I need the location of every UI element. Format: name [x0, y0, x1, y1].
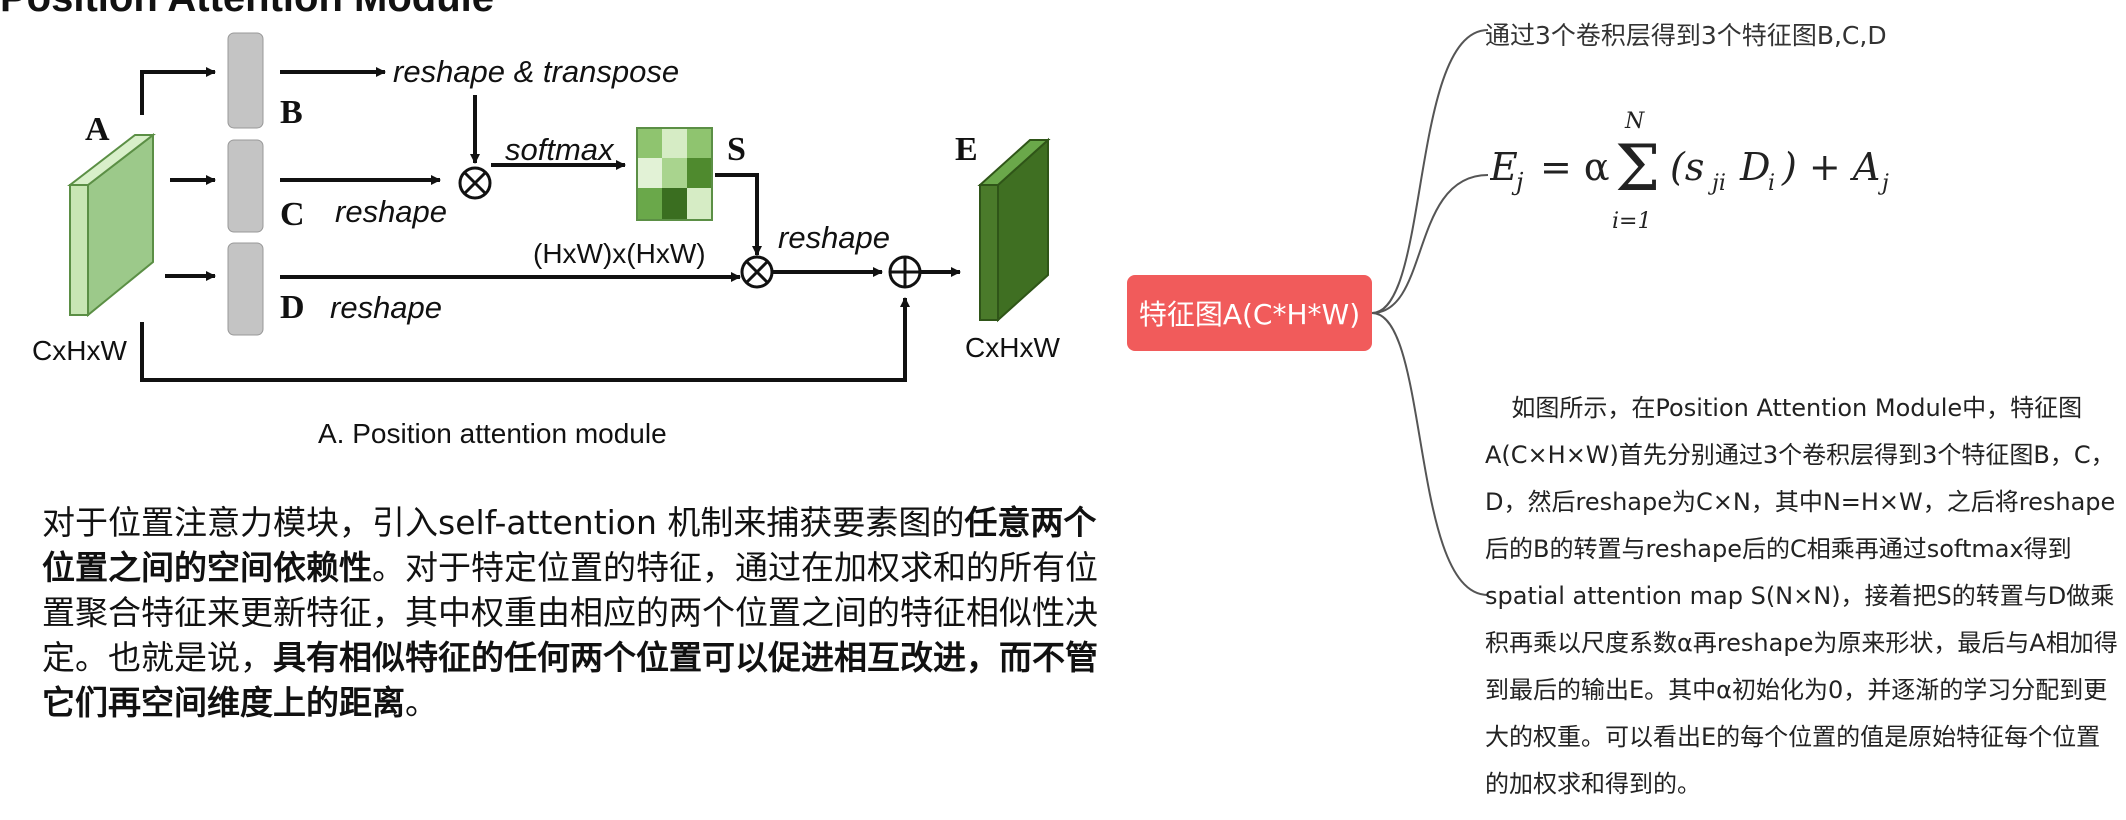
label-reshape-after: reshape	[778, 220, 890, 255]
description-text: 如图所示，在Position Attention Module中，特征图A(C×…	[1485, 394, 2118, 798]
label-reshape-transpose: reshape & transpose	[393, 54, 679, 89]
input-dim-label: CxHxW	[32, 335, 127, 366]
attention-formula: E j = α N Σ i=1 (s ji D i ) + A j	[1490, 110, 1889, 234]
attention-map-s	[636, 127, 713, 221]
add-icon	[888, 255, 922, 289]
label-b: B	[280, 94, 303, 131]
formula-lhs: E	[1490, 145, 1518, 189]
feature-map-a	[67, 132, 156, 318]
arrow-a-to-b	[140, 67, 216, 115]
conv-block-b	[227, 32, 264, 129]
label-reshape-c: reshape	[335, 194, 447, 229]
formula-tail: ) + A	[1781, 145, 1880, 189]
sigma-icon: Σ	[1615, 132, 1660, 206]
multiply-icon-2	[740, 255, 774, 289]
formula-body-d: D	[1739, 145, 1770, 189]
label-softmax: softmax	[505, 132, 615, 167]
para-bold-1: 任意两个位置之间的空间依赖性	[42, 503, 1097, 587]
conv-block-c	[227, 139, 264, 233]
output-dim-label: CxHxW	[965, 332, 1060, 363]
label-hwxhw: (HxW)x(HxW)	[533, 238, 706, 269]
label-c: C	[280, 196, 305, 233]
formula-sum-bottom: i=1	[1612, 209, 1651, 234]
feature-map-e	[977, 137, 1051, 323]
label-a: A	[85, 111, 110, 148]
mindmap-root-node[interactable]: 特征图A(C*H*W)	[1127, 275, 1372, 351]
para-bold-2: 具有相似特征的任何两个位置可以促进相互改进，而不管它们再空间维度上的距离	[42, 638, 1098, 722]
label-reshape-d: reshape	[330, 290, 442, 325]
para-text-3: 。	[405, 683, 438, 722]
explanation-paragraph: 对于位置注意力模块，引入self-attention 机制来捕获要素图的任意两个…	[42, 500, 1122, 725]
mindmap-description[interactable]: 如图所示，在Position Attention Module中，特征图A(C×…	[1485, 385, 2120, 808]
formula-body-di: i	[1768, 171, 1775, 196]
formula-sum-top: N	[1624, 110, 1645, 134]
position-attention-diagram: A CxHxW B C D reshape & transpose reshap…	[32, 32, 1060, 382]
arrow-s-down	[715, 173, 762, 256]
label-s: S	[727, 131, 746, 168]
skip-connection	[140, 297, 910, 382]
formula-eq: = α	[1540, 145, 1610, 189]
para-text-2: 。对于特定位置的特征，通过在加权求和的所有位置聚合特征来更新特征，其中权重由相应…	[42, 548, 1098, 677]
mindmap-branch-conv[interactable]: 通过3个卷积层得到3个特征图B,C,D	[1485, 21, 1887, 50]
label-d: D	[280, 289, 305, 326]
conv-block-d	[227, 242, 264, 336]
label-e: E	[955, 131, 978, 168]
page-title: Position Attention Module	[0, 0, 494, 21]
formula-body-sub: ji	[1707, 171, 1726, 196]
multiply-icon-1	[458, 166, 492, 200]
para-text-1: 对于位置注意力模块，引入self-attention 机制来捕获要素图的	[42, 503, 965, 542]
diagram-caption: A. Position attention module	[318, 418, 667, 449]
mindmap-connectors	[1371, 29, 1489, 596]
formula-body: (s	[1670, 145, 1704, 189]
